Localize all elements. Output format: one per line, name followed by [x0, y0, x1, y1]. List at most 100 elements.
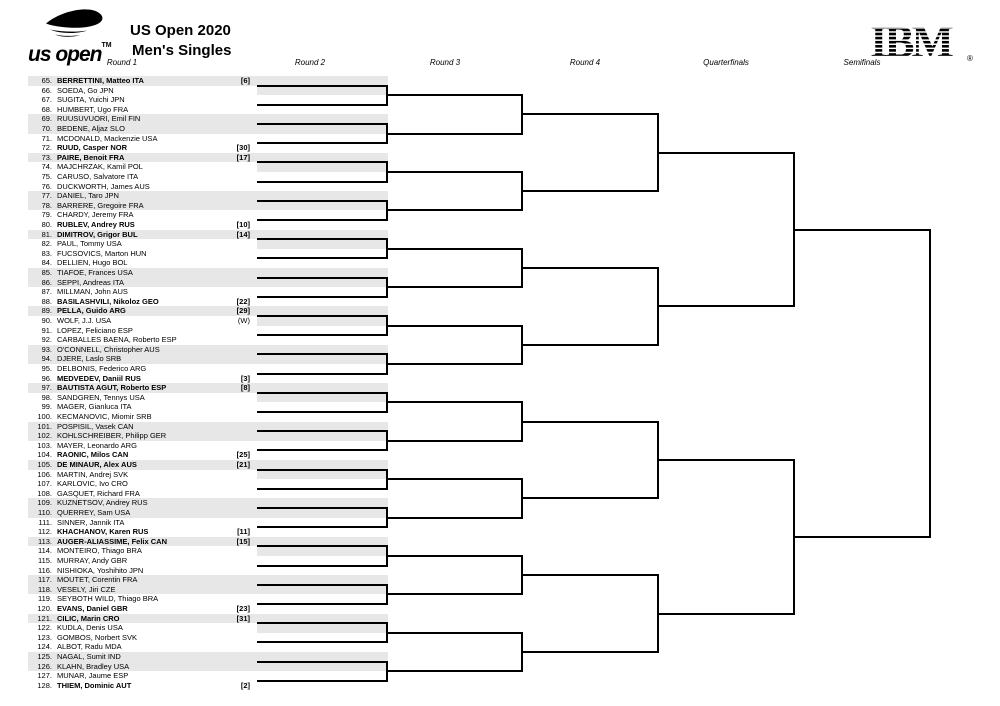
bracket-connector-round3 [521, 478, 523, 519]
bracket-line-round2 [257, 487, 388, 490]
player-row: 86.SEPPI, Andreas ITA [28, 278, 254, 288]
bracket-connector-round2 [386, 199, 388, 221]
player-row: 107.KARLOVIC, Ivo CRO [28, 479, 254, 489]
player-number: 118. [37, 584, 52, 594]
player-name: VESELY, Jiri CZE [57, 584, 116, 594]
player-name: RAONIC, Milos CAN [57, 450, 129, 460]
bracket-connector-round3 [521, 401, 523, 442]
bracket-line-round2 [257, 622, 388, 625]
player-row: 90.WOLF, J.J. USA(W) [28, 316, 254, 326]
row-shading [28, 152, 388, 163]
bracket-line-round2 [257, 84, 388, 87]
player-name: MILLMAN, John AUS [57, 287, 128, 297]
player-row: 73.PAIRE, Benoit FRA[17] [28, 153, 254, 163]
player-row: 115.MURRAY, Andy GBR [28, 556, 254, 566]
bracket-line-round2 [257, 219, 388, 221]
row-shading [28, 584, 388, 595]
player-number: 82. [41, 239, 52, 249]
player-row: 84.DELLIEN, Hugo BOL [28, 258, 254, 268]
bracket-line-round3 [388, 286, 523, 289]
player-row: 92.CARBALLES BAENA, Roberto ESP [28, 335, 254, 345]
player-name: QUERREY, Sam USA [57, 508, 131, 517]
bracket-connector-round2 [386, 315, 388, 337]
bracket-line-round4 [523, 651, 659, 653]
player-row: 111.SINNER, Jannik ITA [28, 518, 254, 528]
seed-tag: [31] [236, 613, 250, 623]
bracket-connector-round3 [521, 555, 523, 596]
row-shading [28, 229, 388, 240]
player-number: 81. [41, 229, 52, 239]
player-name: GASQUET, Richard FRA [57, 488, 140, 498]
bracket-connector-round2 [386, 468, 388, 490]
player-number: 104. [37, 450, 52, 460]
round-label-1: Round 1 [106, 58, 138, 67]
player-name: LOPEZ, Feliciano ESP [57, 325, 133, 335]
player-number: 116. [37, 565, 52, 575]
page-title: US Open 2020 [130, 22, 231, 39]
bracket-line-round4 [523, 420, 659, 423]
bracket-connector-round2 [386, 84, 388, 106]
bracket-line-round2 [257, 583, 388, 586]
row-shading [257, 392, 388, 403]
bracket-line-round2 [257, 353, 388, 356]
player-row: 70.BEDENE, Aljaz SLO [28, 124, 254, 134]
row-shading [257, 546, 388, 556]
player-number: 126. [37, 661, 52, 671]
player-number: 87. [41, 287, 52, 297]
bracket-line-round3 [388, 439, 523, 442]
player-name: RUBLEV, Andrey RUS [57, 220, 135, 229]
player-name: BARRERE, Gregoire FRA [57, 200, 144, 210]
player-name: RUUD, Casper NOR [57, 143, 128, 153]
bracket-line-round4 [523, 343, 659, 346]
seed-tag: [8] [240, 383, 250, 393]
player-name: CHARDY, Jeremy FRA [57, 210, 134, 220]
player-number: 95. [41, 364, 52, 373]
bracket-line-round2 [257, 564, 388, 567]
player-row: 101.POSPISIL, Vasek CAN [28, 422, 254, 432]
player-number: 76. [41, 181, 52, 191]
row-shading [28, 421, 388, 432]
bracket-line-round3 [388, 401, 523, 404]
bracket-connector-round3 [521, 247, 523, 289]
player-number: 79. [41, 210, 52, 220]
seed-tag: [10] [236, 220, 250, 229]
player-name: DELLIEN, Hugo BOL [57, 258, 128, 268]
player-name: DELBONIS, Federico ARG [57, 364, 147, 373]
player-number: 123. [37, 632, 52, 642]
player-row: 109.KUZNETSOV, Andrey RUS [28, 498, 254, 508]
player-number: 105. [37, 460, 52, 469]
player-number: 122. [37, 623, 52, 633]
row-shading [28, 191, 388, 201]
player-number: 119. [37, 594, 52, 604]
bracket-line-round3 [388, 363, 523, 365]
player-row: 69.RUUSUVUORI, Emil FIN [28, 114, 254, 124]
player-name: MUNAR, Jaume ESP [57, 671, 129, 681]
row-shading [28, 344, 388, 355]
player-number: 67. [41, 95, 52, 105]
player-row: 117.MOUTET, Corentin FRA [28, 575, 254, 585]
player-number: 93. [41, 344, 52, 354]
bracket-line-round3 [388, 171, 523, 173]
player-name: SOEDA, Go JPN [57, 85, 114, 95]
player-row: 77.DANIEL, Taro JPN [28, 191, 254, 201]
player-name: HUMBERT, Ugo FRA [57, 104, 129, 114]
bracket-line-round3 [388, 209, 523, 212]
bracket-line-round3 [388, 247, 523, 250]
trademark-symbol: TM [101, 42, 112, 49]
player-row: 68.HUMBERT, Ugo FRA [28, 105, 254, 115]
bracket-line-round2 [257, 679, 388, 682]
bracket-connector-quarterfinal [793, 459, 795, 615]
round-label-2: Round 2 [294, 58, 326, 67]
bracket-connector-round2 [386, 622, 388, 644]
bracket-line-round4 [523, 267, 659, 269]
bracket-line-round3 [388, 631, 523, 634]
player-name: PAIRE, Benoit FRA [57, 152, 125, 162]
player-name: SEPPI, Andreas ITA [57, 277, 124, 287]
bracket-line-round2 [257, 103, 388, 106]
player-name: KUDLA, Denis USA [57, 623, 123, 633]
bracket-line-round3 [388, 670, 523, 673]
seed-tag: [6] [240, 76, 250, 85]
player-number: 83. [41, 248, 52, 258]
bracket-line-round2 [257, 545, 388, 548]
